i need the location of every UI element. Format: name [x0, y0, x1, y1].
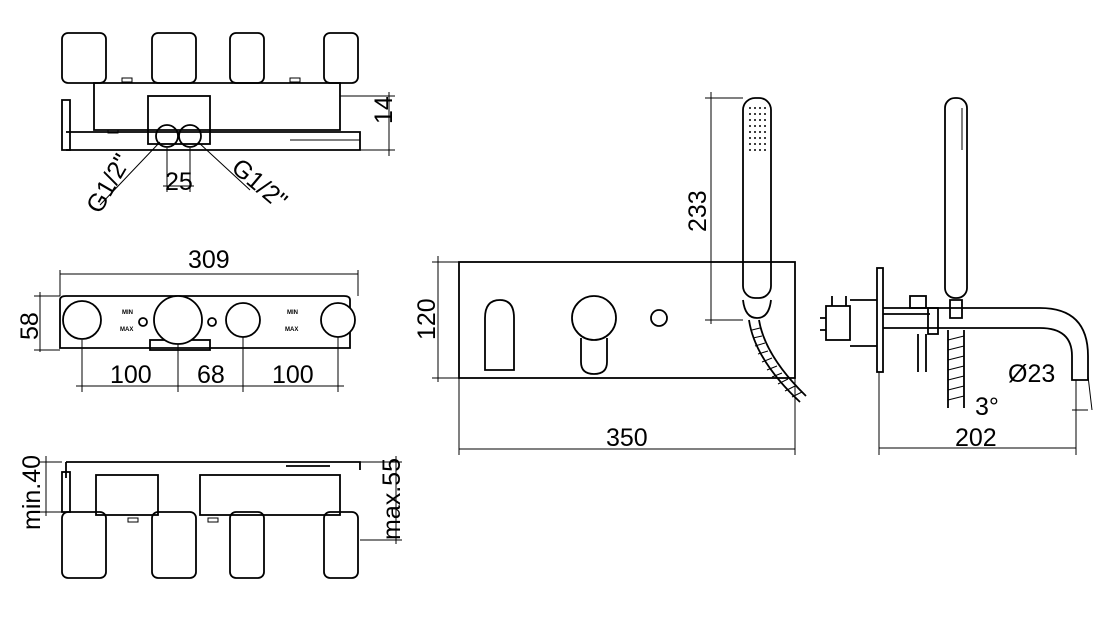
min-depth-dimension	[40, 456, 62, 516]
side-plate	[876, 267, 884, 373]
max-mark: MAX	[285, 327, 298, 333]
thread-leader-left	[99, 141, 161, 206]
top-spacing-label: 25	[165, 168, 193, 196]
mixer-knob	[571, 295, 617, 341]
spout-outlet	[484, 299, 515, 371]
top-view-handle	[323, 32, 359, 84]
body-height-label: 58	[16, 312, 44, 340]
overall-width-dimension	[59, 270, 359, 296]
mixer-lever	[580, 338, 608, 375]
bottom-view-handle	[323, 511, 359, 579]
hand-shower	[742, 97, 772, 299]
depth-min-label: min.40	[18, 455, 46, 530]
plate-width-label: 350	[606, 424, 648, 452]
bottom-view-block	[199, 474, 341, 516]
plate-width-dimension	[458, 378, 796, 455]
top-view: 25 G1/2" G1/2" 14	[61, 32, 398, 218]
spacing-dimension-line	[163, 148, 194, 192]
span-center-label: 68	[197, 361, 225, 389]
top-view-handle	[151, 32, 197, 84]
overall-width-label: 309	[188, 246, 230, 274]
side-spout	[883, 307, 1089, 381]
side-view: Ø23 3° 202	[820, 97, 1093, 455]
plate-height-label: 120	[413, 298, 441, 340]
spacing-dimensions	[76, 337, 344, 392]
min-mark: MIN	[287, 310, 298, 316]
side-valve-body	[825, 305, 851, 341]
top-view-stop	[61, 99, 71, 151]
shower-holder	[742, 299, 772, 319]
span-left-label: 100	[110, 361, 152, 389]
shower-hose	[748, 319, 807, 403]
bottom-view-block	[95, 474, 159, 516]
side-lever	[917, 334, 927, 372]
front-view-knob	[320, 302, 356, 338]
top-thread-right-label: G1/2"	[226, 153, 292, 215]
side-depth-dimension	[878, 372, 1077, 455]
span-right-label: 100	[272, 361, 314, 389]
bottom-view: min.40 max.55	[18, 455, 406, 579]
side-depth-label: 202	[955, 424, 997, 452]
spout-diameter-label: Ø23	[1008, 360, 1055, 388]
plate-view: 120 350 233	[413, 92, 807, 455]
side-hand-shower	[944, 97, 968, 299]
top-view-plate	[66, 131, 361, 151]
side-hose	[947, 330, 965, 408]
body-height-dimension	[34, 292, 60, 352]
shower-height-dimension	[705, 92, 743, 324]
bottom-view-handle	[151, 511, 197, 579]
cover-plate	[458, 261, 796, 379]
top-view-handle	[61, 32, 107, 84]
shower-height-label: 233	[684, 190, 712, 232]
max-mark: MAX	[120, 327, 133, 333]
front-view-knob	[153, 295, 203, 345]
shower-nozzles	[749, 107, 766, 151]
top-view-inlet-right	[178, 124, 202, 148]
diverter-button	[650, 309, 668, 327]
bottom-view-handle	[61, 511, 107, 579]
front-view-knob	[225, 302, 261, 338]
bottom-view-handle	[229, 511, 265, 579]
top-thread-left-label: G1/2"	[81, 149, 137, 218]
top-height-label: 14	[370, 96, 398, 124]
plate-height-dimension	[432, 256, 459, 382]
top-view-inlet-block	[147, 95, 211, 145]
spout-angle-label: 3°	[975, 393, 999, 421]
max-depth-dimension	[360, 456, 402, 544]
height-dimension-line	[340, 92, 395, 156]
front-view-body	[59, 295, 351, 349]
top-view-body	[93, 82, 341, 131]
spout-angle-line	[1072, 375, 1093, 411]
thread-leader-right	[197, 141, 251, 191]
top-view-handle	[229, 32, 265, 84]
front-view-knob	[62, 300, 102, 340]
top-view-inlet-left	[155, 124, 179, 148]
min-mark: MIN	[122, 310, 133, 316]
depth-max-label: max.55	[378, 458, 406, 540]
front-view: MIN MAX MIN MAX 309 58 100 68 100	[16, 246, 359, 392]
